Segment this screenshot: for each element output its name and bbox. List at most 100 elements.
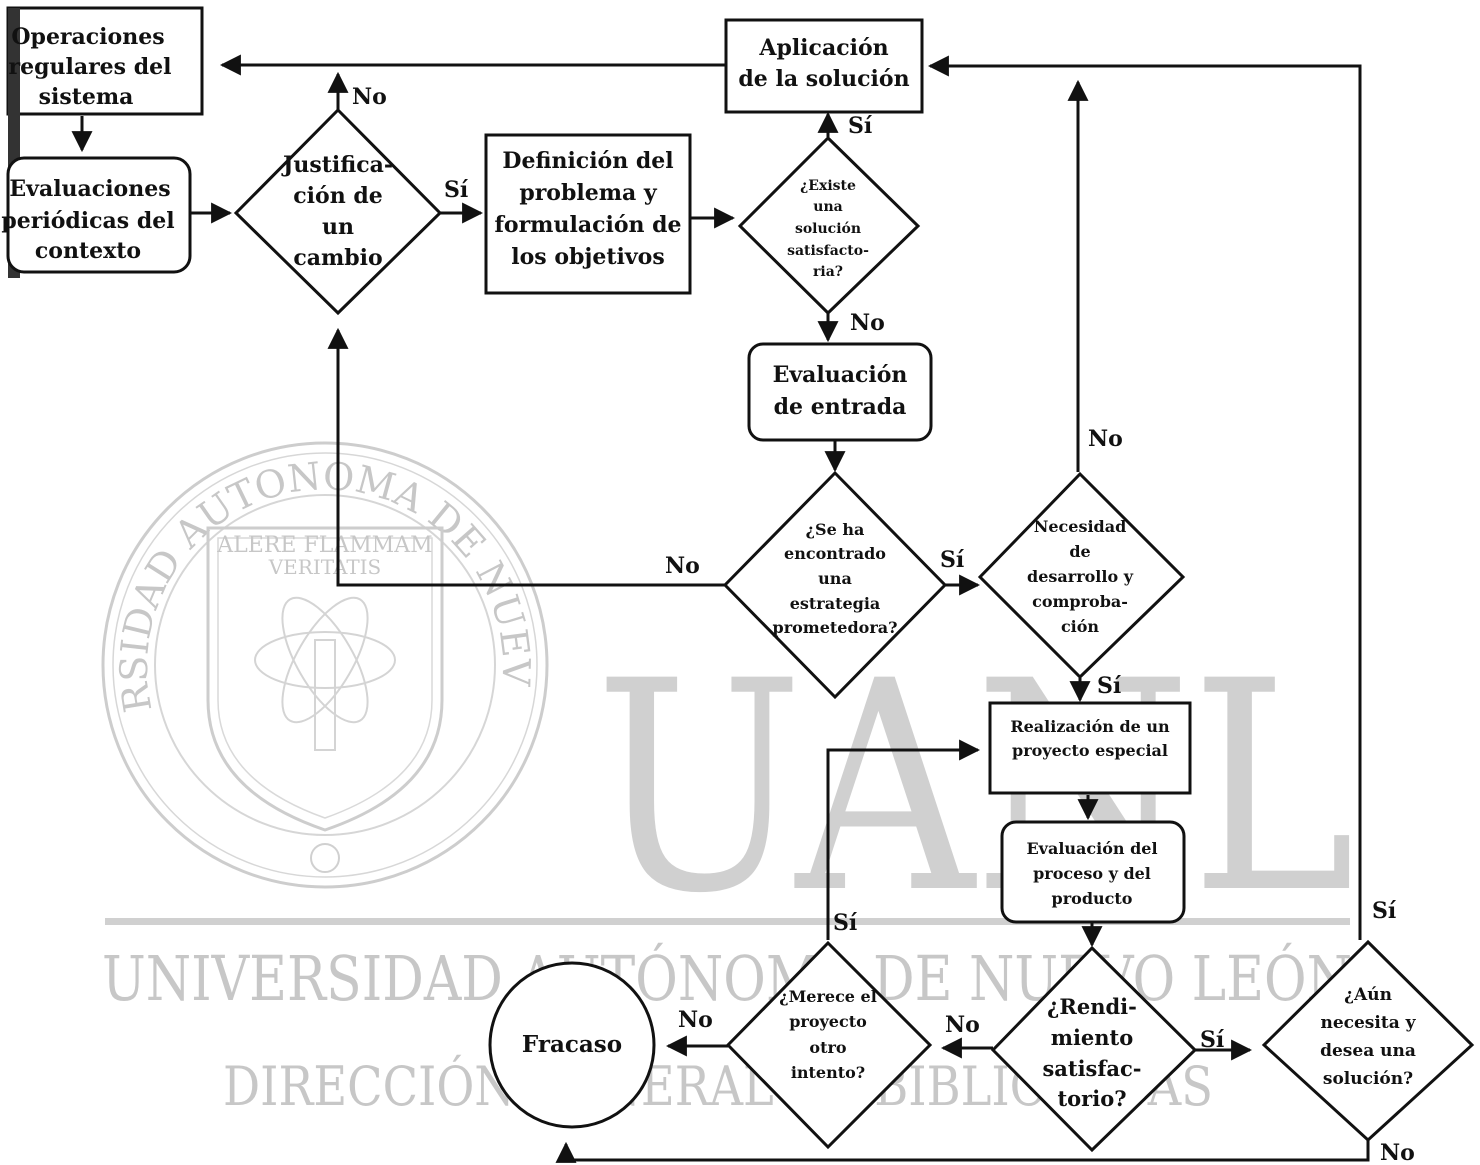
svg-text:de la solución: de la solución: [738, 66, 909, 92]
node-label: solución: [795, 221, 861, 237]
svg-text:los objetivos: los objetivos: [511, 244, 664, 270]
svg-text:intento?: intento?: [791, 1063, 865, 1082]
svg-text:cambio: cambio: [293, 245, 382, 271]
watermark-letters: UANL: [595, 620, 1355, 957]
node-label: otro: [809, 1038, 846, 1057]
svg-text:Definición del: Definición del: [502, 148, 673, 174]
svg-text:miento: miento: [1051, 1025, 1134, 1050]
node-label: periódicas del: [1, 208, 174, 234]
edge-label-no: No: [1088, 426, 1123, 452]
svg-text:encontrado: encontrado: [784, 544, 886, 563]
svg-text:desea una: desea una: [1320, 1041, 1416, 1061]
edge-labels: No Sí Sí No No Sí No Sí Sí Sí No No Sí N…: [352, 84, 1415, 1165]
svg-text:proceso y del: proceso y del: [1033, 864, 1151, 883]
svg-text:ción de: ción de: [293, 183, 382, 209]
node-label: los objetivos: [511, 244, 664, 270]
node-label: de entrada: [774, 394, 907, 420]
node-label: una: [813, 199, 842, 215]
node-fracaso: Fracaso: [488, 961, 656, 1129]
node-label: desea una: [1320, 1041, 1416, 1061]
node-label: comproba-: [1032, 592, 1128, 611]
svg-text:solución?: solución?: [1323, 1069, 1413, 1089]
watermark-line-1: UNIVERSIDAD AUTÓNOMA DE NUEVO LEÓN: [102, 942, 1352, 1015]
node-label: Realización de un: [1010, 717, 1170, 736]
node-label: Necesidad: [1034, 517, 1127, 536]
node-label: ¿Rendi-: [1047, 994, 1137, 1019]
svg-text:Operaciones: Operaciones: [11, 24, 164, 50]
node-label: desarrollo y: [1027, 567, 1134, 586]
svg-text:formulación de: formulación de: [494, 212, 681, 238]
node-label: una: [818, 569, 852, 588]
node-label: sistema: [39, 84, 134, 110]
node-label: ¿Merece el: [779, 987, 877, 1006]
node-label: contexto: [35, 238, 141, 264]
svg-text:solución: solución: [795, 221, 861, 237]
svg-text:desarrollo y: desarrollo y: [1027, 567, 1134, 586]
node-aun-necesita: ¿Aún necesita y desea una solución?: [1261, 939, 1475, 1143]
svg-text:necesita y: necesita y: [1320, 1013, 1416, 1033]
svg-text:de: de: [1069, 542, 1090, 561]
node-label: de: [1069, 542, 1090, 561]
svg-text:otro: otro: [809, 1038, 846, 1057]
svg-text:una: una: [818, 569, 852, 588]
svg-text:prometedora?: prometedora?: [773, 618, 898, 637]
node-aplicacion: Aplicación de la solución: [724, 18, 924, 114]
svg-text:comproba-: comproba-: [1032, 592, 1128, 611]
node-label: producto: [1052, 889, 1133, 908]
svg-text:Evaluaciones: Evaluaciones: [9, 176, 170, 202]
svg-text:Realización de un: Realización de un: [1010, 717, 1170, 736]
node-label: ción de: [293, 183, 382, 209]
edge-label-yes: Sí: [1097, 673, 1122, 699]
svg-text:¿Merece el: ¿Merece el: [779, 987, 877, 1006]
node-label: ¿Aún: [1344, 985, 1392, 1005]
node-label: encontrado: [784, 544, 886, 563]
node-label: Evaluación del: [1026, 839, 1157, 858]
svg-text:satisfac-: satisfac-: [1042, 1056, 1141, 1081]
node-label: regulares del: [9, 54, 172, 80]
node-operaciones: Operaciones regulares del sistema: [6, 6, 204, 278]
svg-text:¿Se ha: ¿Se ha: [806, 520, 865, 539]
node-label: solución?: [1323, 1069, 1413, 1089]
node-label: satisfacto-: [787, 243, 869, 259]
svg-text:Evaluación: Evaluación: [773, 362, 908, 388]
edge-label-no: No: [850, 310, 885, 336]
node-label: necesita y: [1320, 1013, 1416, 1033]
node-definicion: Definición del problema y formulación de…: [484, 133, 692, 295]
node-label: Evaluación: [773, 362, 908, 388]
node-label: Definición del: [502, 148, 673, 174]
edge-label-yes: Sí: [833, 910, 858, 936]
node-label: ria?: [813, 264, 843, 280]
svg-text:Evaluación del: Evaluación del: [1026, 839, 1157, 858]
svg-text:una: una: [813, 199, 842, 215]
svg-text:torio?: torio?: [1057, 1086, 1126, 1111]
node-label: formulación de: [494, 212, 681, 238]
edge-label-yes: Sí: [848, 113, 873, 139]
node-label: miento: [1051, 1025, 1134, 1050]
node-label: proyecto: [789, 1012, 867, 1031]
node-label: Evaluaciones: [9, 176, 170, 202]
svg-text:¿Aún: ¿Aún: [1344, 985, 1392, 1005]
svg-text:un: un: [322, 214, 354, 240]
node-realizacion: Realización de un proyecto especial: [988, 701, 1192, 795]
node-label: ¿Se ha: [806, 520, 865, 539]
node-label: Operaciones: [11, 24, 164, 50]
node-label: Justifica-: [281, 152, 393, 178]
node-label: cambio: [293, 245, 382, 271]
seal-motto-1: ALERE FLAMMAM: [216, 533, 432, 558]
node-label: prometedora?: [773, 618, 898, 637]
edge-label-no: No: [678, 1007, 713, 1033]
svg-text:contexto: contexto: [35, 238, 141, 264]
svg-text:¿Existe: ¿Existe: [800, 178, 856, 194]
edge-label-no: No: [665, 553, 700, 579]
node-label: Aplicación: [758, 35, 888, 61]
svg-text:proyecto especial: proyecto especial: [1012, 741, 1168, 760]
svg-text:de entrada: de entrada: [774, 394, 907, 420]
svg-text:Aplicación: Aplicación: [758, 35, 888, 61]
node-merece: ¿Merece el proyecto otro intento?: [725, 940, 933, 1150]
svg-text:ción: ción: [1061, 617, 1099, 636]
node-evaluacion-entrada: Evaluación de entrada: [747, 342, 933, 442]
connectors: [71, 54, 1370, 1163]
node-label: proceso y del: [1033, 864, 1151, 883]
svg-text:sistema: sistema: [39, 84, 134, 110]
node-evaluacion-proceso: Evaluación del proceso y del producto: [1000, 820, 1186, 924]
